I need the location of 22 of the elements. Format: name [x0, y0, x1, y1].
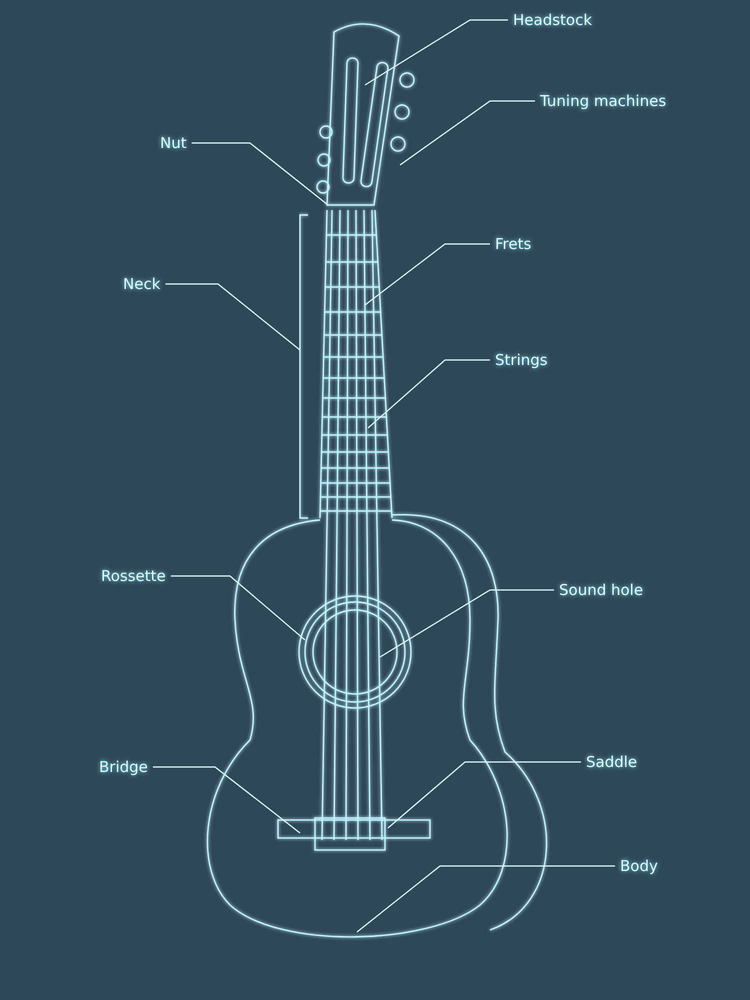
- leader-line: [170, 575, 306, 640]
- leader-line: [152, 766, 300, 834]
- part-label: Strings: [495, 351, 548, 369]
- leader-line: [380, 589, 554, 658]
- leader-line: [364, 243, 490, 306]
- part-label: Nut: [160, 134, 187, 152]
- leader-line: [364, 19, 508, 86]
- leader-line: [400, 100, 535, 166]
- leader-line: [368, 359, 490, 428]
- part-label: Body: [620, 857, 658, 875]
- part-label: Saddle: [586, 753, 638, 771]
- part-label: Neck: [123, 275, 160, 293]
- leader-line: [165, 283, 300, 350]
- part-label: Tuning machines: [540, 92, 666, 110]
- leader-line: [192, 142, 328, 206]
- leader-line: [356, 865, 615, 932]
- part-label: Frets: [495, 235, 532, 253]
- part-label: Headstock: [513, 11, 592, 29]
- part-label: Sound hole: [559, 581, 644, 599]
- part-label: Bridge: [99, 758, 148, 776]
- leader-line: [388, 761, 581, 828]
- part-label: Rossette: [101, 567, 166, 585]
